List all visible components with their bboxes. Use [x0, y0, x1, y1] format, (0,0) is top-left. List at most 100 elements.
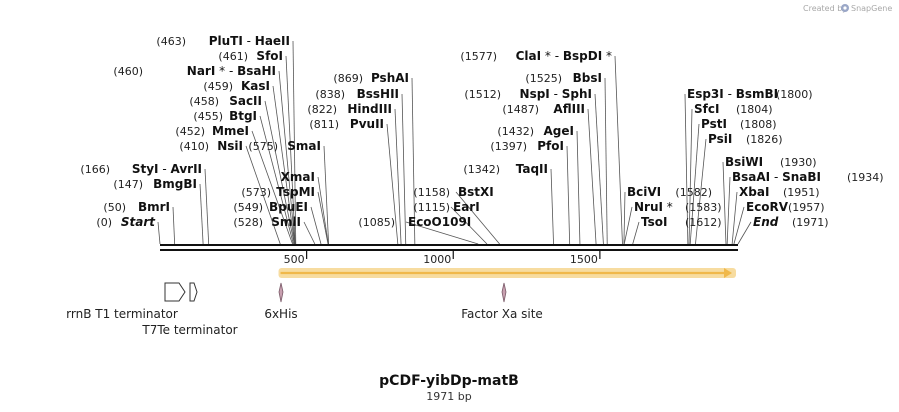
svg-text:NruI *: NruI * — [634, 200, 673, 214]
svg-text:(1957): (1957) — [788, 201, 825, 214]
svg-text:PvuII: PvuII — [350, 117, 384, 131]
svg-text:(575): (575) — [248, 140, 278, 153]
svg-text:PstI: PstI — [701, 117, 727, 131]
svg-text:AgeI: AgeI — [544, 124, 574, 138]
tag-feature[interactable]: Factor Xa site — [461, 282, 543, 321]
svg-text:BstXI: BstXI — [458, 185, 494, 199]
enzyme-site-label[interactable]: BpuEI(549) — [233, 200, 308, 214]
svg-text:PsiI: PsiI — [708, 132, 732, 146]
svg-text:BssHII: BssHII — [357, 87, 399, 101]
enzyme-site-label[interactable]: KasI (459) — [203, 79, 270, 93]
enzyme-site-label[interactable]: TaqII(1342) — [463, 162, 548, 176]
ruler-tick-label: 500 — [284, 253, 305, 266]
enzyme-site-label[interactable]: AflIII (1487) — [502, 102, 585, 116]
svg-text:AflIII: AflIII — [553, 102, 585, 116]
enzyme-site-label[interactable]: BsaAI - SnaBI(1934) — [732, 170, 884, 184]
svg-text:EarI: EarI — [453, 200, 480, 214]
svg-text:(50): (50) — [103, 201, 126, 214]
credit-text: Created by — [803, 4, 847, 13]
enzyme-site-label[interactable]: NarI * - BsaHI(460) — [113, 64, 276, 78]
ruler-tick-label: 1500 — [570, 253, 598, 266]
enzyme-site-label[interactable]: SmlI (528) — [233, 215, 301, 229]
enzyme-site-label[interactable]: BsiWI(1930) — [725, 155, 817, 169]
enzyme-site-label[interactable]: SmaI(575) — [248, 139, 321, 153]
terminator-arrow-icon — [189, 282, 198, 302]
enzyme-site-label[interactable]: BmgBI(147) — [113, 177, 197, 191]
svg-text:(1525): (1525) — [525, 72, 562, 85]
svg-text:(573): (573) — [241, 186, 271, 199]
enzyme-site-label[interactable]: XbaI(1951) — [739, 185, 820, 199]
enzyme-site-label[interactable]: PfoI(1397) — [490, 139, 564, 153]
enzyme-site-label[interactable]: SfoI(461) — [218, 49, 283, 63]
svg-text:KasI: KasI — [241, 79, 270, 93]
svg-text:(1577): (1577) — [460, 50, 497, 63]
enzyme-site-label[interactable]: BssHII (838) — [315, 87, 399, 101]
enzyme-site-label[interactable]: NspI - SphI(1512) — [464, 87, 592, 101]
svg-text:BbsI: BbsI — [573, 71, 602, 85]
enzyme-site-label[interactable]: MmeI(452) — [175, 124, 249, 138]
feature-label: rrnB T1 terminator — [66, 307, 178, 321]
enzyme-site-label[interactable]: TspMI(573) — [241, 185, 315, 199]
svg-text:BsaAI - SnaBI: BsaAI - SnaBI — [732, 170, 821, 184]
svg-text:(1085): (1085) — [358, 216, 395, 229]
svg-text:Esp3I - BsmBI: Esp3I - BsmBI — [687, 87, 778, 101]
svg-text:(1804): (1804) — [736, 103, 773, 116]
enzyme-site-label[interactable]: End(1971) — [753, 215, 829, 229]
svg-text:BciVI: BciVI — [627, 185, 661, 199]
enzyme-site-label[interactable]: SfcI (1804) — [694, 102, 773, 116]
svg-text:(463): (463) — [156, 35, 186, 48]
svg-text:(1971): (1971) — [792, 216, 829, 229]
enzyme-site-label[interactable]: Start(0) — [96, 215, 156, 229]
terminator-feature[interactable]: rrnB T1 terminator — [66, 282, 186, 321]
svg-text:(461): (461) — [218, 50, 248, 63]
svg-text:(1583): (1583) — [685, 201, 722, 214]
svg-text:(147): (147) — [113, 178, 143, 191]
tag-feature[interactable]: 6xHis — [264, 282, 298, 321]
enzyme-site-label[interactable]: TsoI(1612) — [641, 215, 722, 229]
enzyme-site-label[interactable]: EcoO109I(1085) — [358, 215, 471, 229]
svg-text:(459): (459) — [203, 80, 233, 93]
svg-text:(1487): (1487) — [502, 103, 539, 116]
enzyme-site-label[interactable]: EarI(1115) — [413, 200, 479, 214]
ruler-tick-label: 1000 — [423, 253, 451, 266]
enzyme-site-label[interactable]: AgeI(1432) — [497, 124, 574, 138]
sequence-backbone — [160, 244, 738, 251]
svg-text:(455): (455) — [193, 110, 223, 123]
snapgene-logo-icon — [841, 4, 849, 12]
enzyme-site-label[interactable]: BciVI(1582) — [627, 185, 712, 199]
svg-text:(822): (822) — [307, 103, 337, 116]
svg-text:BsiWI: BsiWI — [725, 155, 763, 169]
svg-text:SmlI: SmlI — [271, 215, 301, 229]
svg-text:PfoI: PfoI — [537, 139, 564, 153]
enzyme-site-label[interactable]: PluTI - HaeII(463) — [156, 34, 290, 48]
enzyme-site-label[interactable]: EcoRV(1957) — [746, 200, 825, 214]
brand-name: SnapGene — [851, 4, 892, 13]
enzyme-site-label[interactable]: BstXI(1158) — [413, 185, 493, 199]
terminator-feature[interactable]: T7Te terminator — [141, 282, 238, 337]
svg-text:(838): (838) — [315, 88, 345, 101]
orf-arrow[interactable] — [278, 268, 736, 278]
enzyme-site-label[interactable]: PshAI(869) — [333, 71, 409, 85]
enzyme-site-label[interactable]: BmrI(50) — [103, 200, 170, 214]
enzyme-site-label[interactable]: PvuII (811) — [309, 117, 384, 131]
svg-text:(1612): (1612) — [685, 216, 722, 229]
svg-text:(811): (811) — [309, 118, 339, 131]
svg-text:Start: Start — [121, 215, 156, 229]
enzyme-site-label[interactable]: NruI * (1583) — [634, 200, 722, 214]
svg-text:(528): (528) — [233, 216, 263, 229]
enzyme-site-label[interactable]: BtgI(455) — [193, 109, 257, 123]
enzyme-site-label[interactable]: PstI(1808) — [701, 117, 777, 131]
enzyme-site-label[interactable]: XmaI — [281, 170, 315, 184]
enzyme-site-label[interactable]: PsiI(1826) — [708, 132, 783, 146]
svg-text:SfcI: SfcI — [694, 102, 719, 116]
enzyme-site-label[interactable]: ClaI * - BspDI *(1577) — [460, 49, 612, 63]
enzyme-site-label[interactable]: SacII(458) — [189, 94, 262, 108]
enzyme-site-label[interactable]: HindIII (822) — [307, 102, 392, 116]
svg-text:StyI - AvrII: StyI - AvrII — [132, 162, 202, 176]
enzyme-site-label[interactable]: Esp3I - BsmBI(1800) — [687, 87, 813, 101]
enzyme-site-label[interactable]: NsiI(410) — [179, 139, 243, 153]
enzyme-site-label[interactable]: StyI - AvrII(166) — [80, 162, 202, 176]
svg-text:HindIII: HindIII — [347, 102, 392, 116]
enzyme-site-label[interactable]: BbsI (1525) — [525, 71, 602, 85]
